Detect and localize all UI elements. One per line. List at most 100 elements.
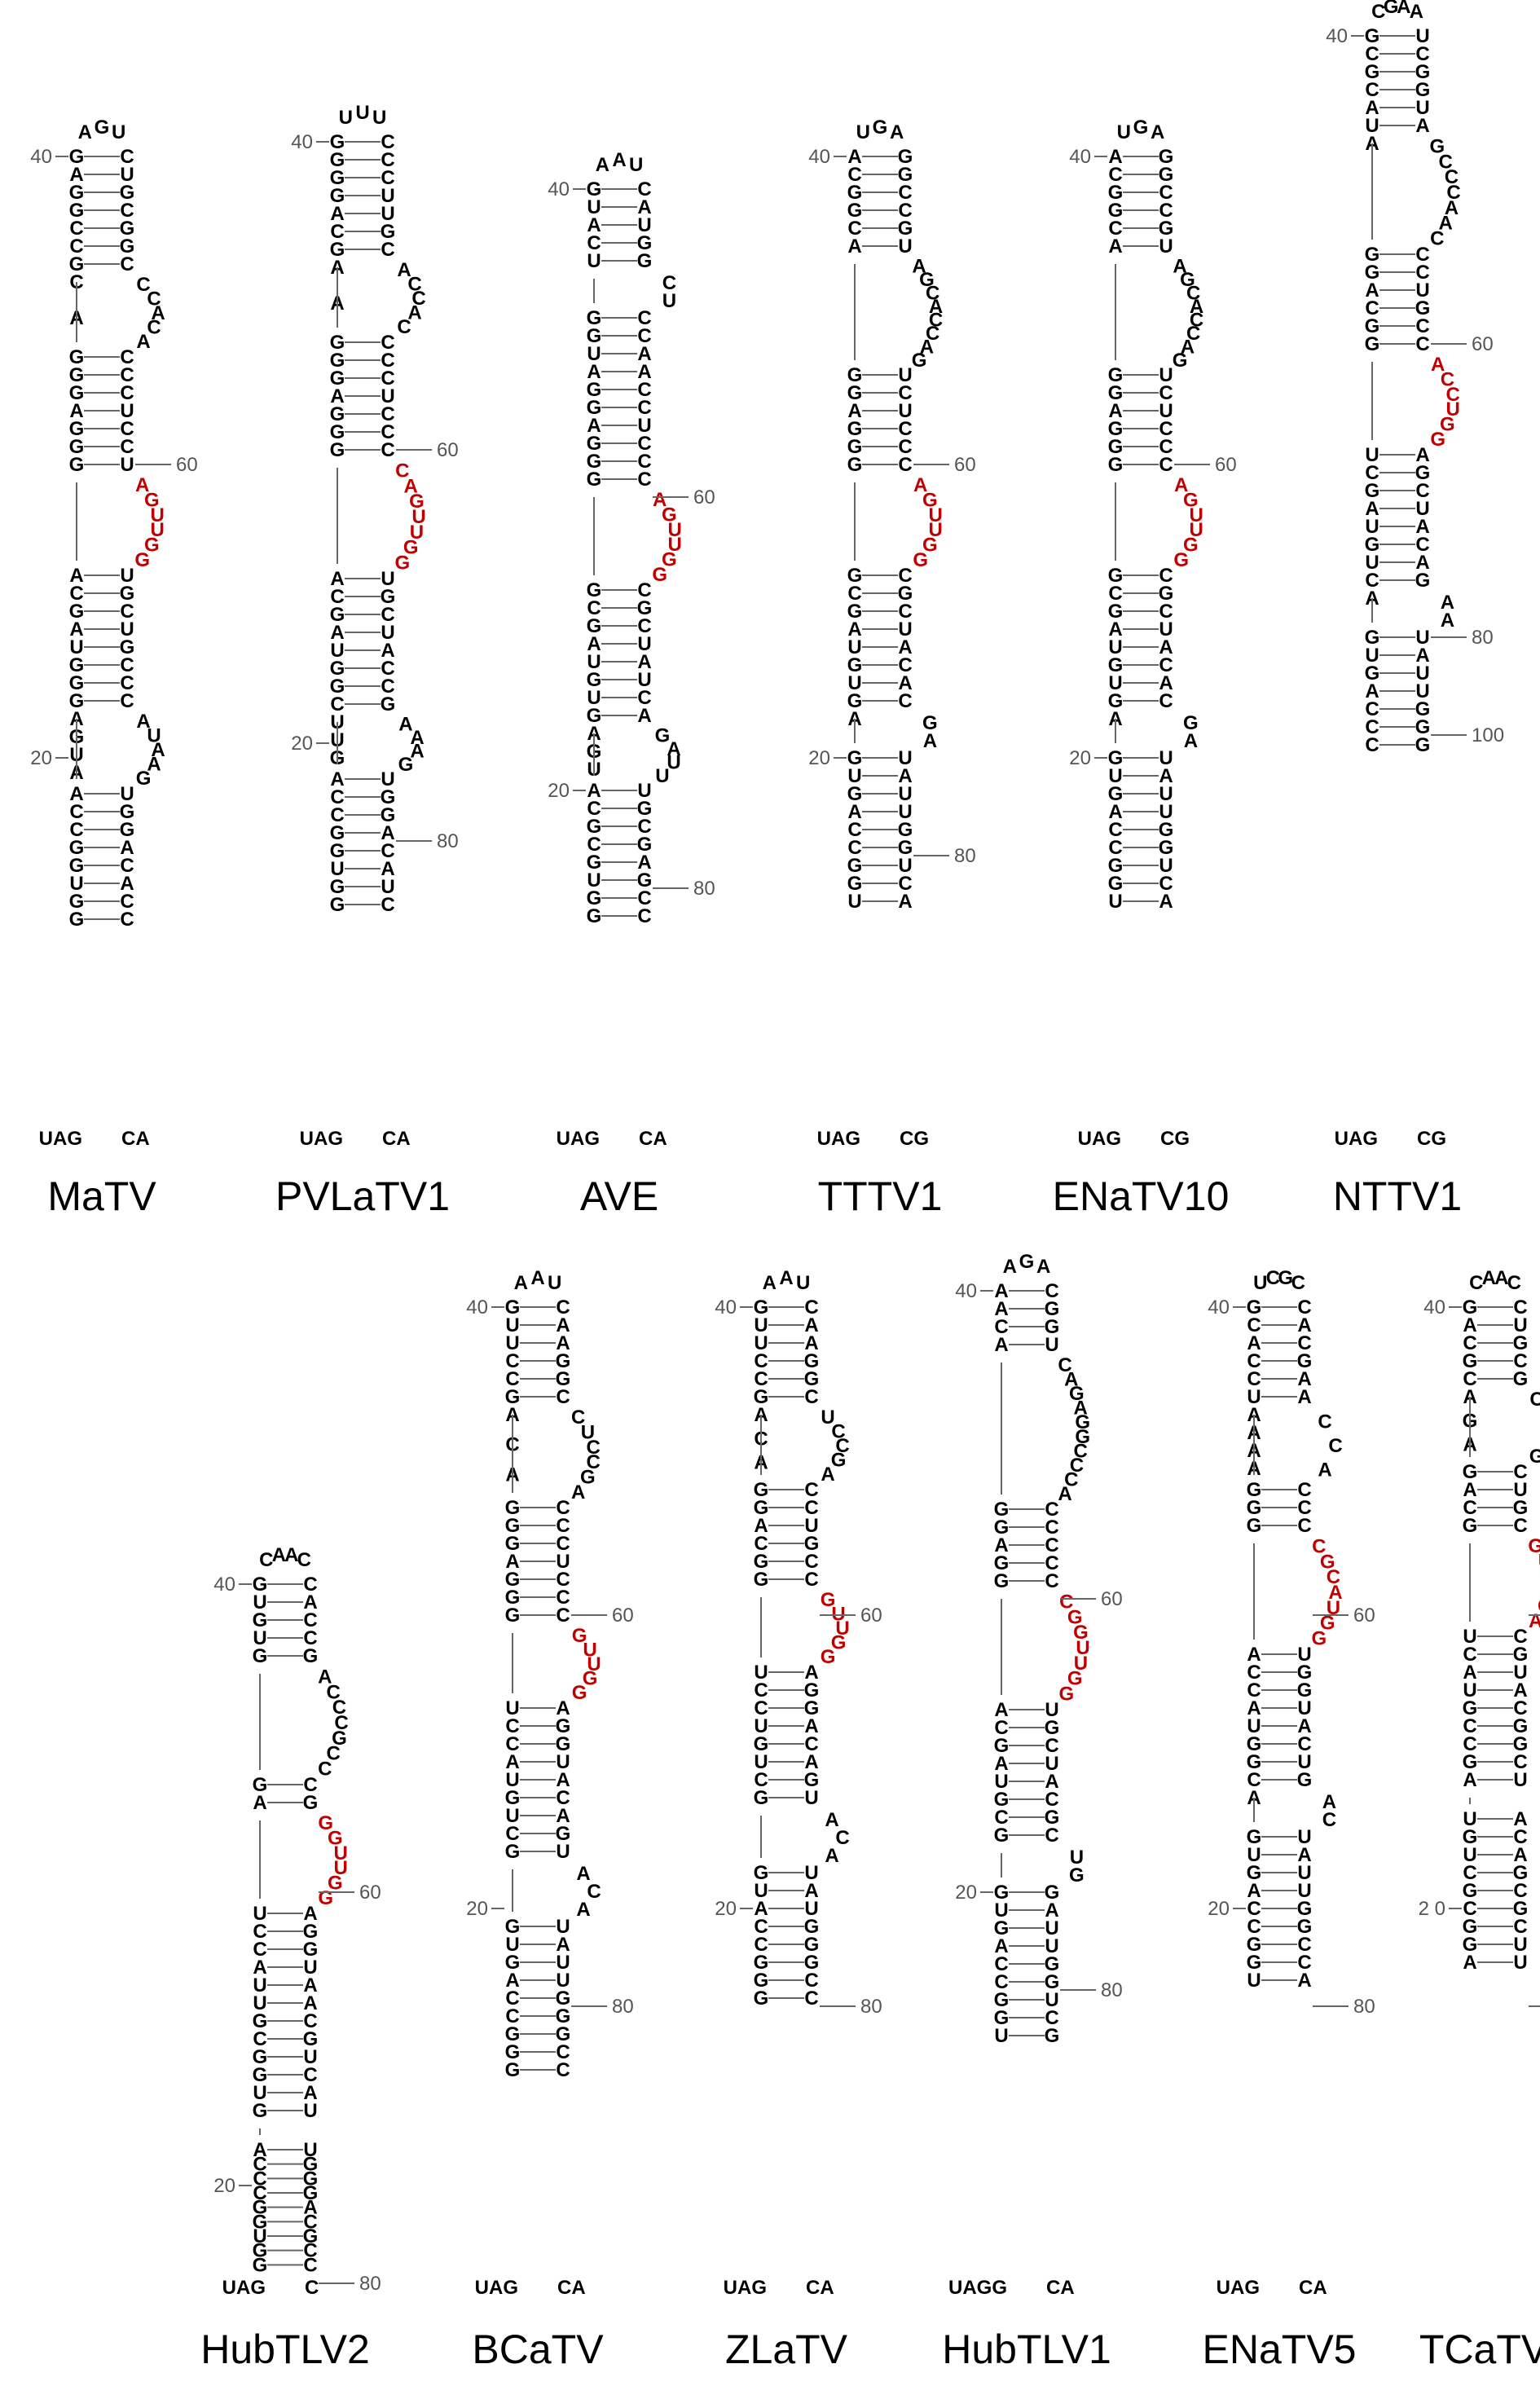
- nucleotide-5prime: G: [587, 852, 602, 874]
- nucleotide-5prime: A: [1247, 1644, 1261, 1666]
- position-label: 40: [715, 1296, 737, 1318]
- nucleotide-3prime: U: [1415, 498, 1429, 520]
- structure-name: ENaTV10: [1053, 1173, 1230, 1219]
- loop-nucleotide: A: [1322, 1791, 1336, 1813]
- position-label: 20: [715, 1898, 737, 1920]
- nucleotide-5prime: G: [847, 382, 863, 404]
- position-label: 20: [30, 747, 52, 769]
- nucleotide-5prime: U: [754, 1662, 768, 1684]
- nucleotide-3prime: G: [1297, 1898, 1313, 1920]
- nucleotide-5prime: G: [1247, 1497, 1262, 1519]
- nucleotide-5prime: G: [1108, 855, 1124, 877]
- nucleotide-3prime: G: [804, 1679, 820, 1701]
- nucleotide-5prime: G: [330, 167, 345, 189]
- nucleotide-3prime: C: [1513, 1697, 1527, 1719]
- loop-nucleotide: U: [1117, 121, 1131, 143]
- nucleotide-5prime: G: [69, 200, 85, 222]
- nucleotide-3prime: A: [381, 640, 394, 662]
- nucleotide-5prime: G: [505, 1841, 521, 1863]
- highlighted-nucleotide: G: [318, 1887, 333, 1909]
- nucleotide-5prime: G: [1247, 1934, 1262, 1956]
- nucleotide-5prime: G: [994, 1989, 1010, 2011]
- loop-nucleotide: A: [612, 149, 626, 171]
- nucleotide-5prime: C: [847, 583, 861, 605]
- nucleotide-5prime: C: [253, 2154, 266, 2176]
- nucleotide-3prime: G: [898, 164, 913, 186]
- nucleotide-5prime: G: [1365, 61, 1380, 83]
- loop-nucleotide: C: [835, 1827, 849, 1849]
- nucleotide-5prime: G: [754, 1988, 769, 2010]
- nucleotide-5prime: G: [847, 364, 863, 386]
- loop-nucleotide: A: [78, 121, 92, 143]
- nucleotide-5prime: G: [587, 905, 602, 927]
- nucleotide-3prime: A: [556, 1934, 570, 1956]
- loop-nucleotide: A: [825, 1809, 838, 1831]
- loop-nucleotide: A: [410, 727, 424, 749]
- nucleotide-5prime: A: [253, 1957, 266, 1979]
- nucleotide-3prime: C: [637, 905, 651, 927]
- nucleotide-3prime: U: [1513, 1952, 1527, 1974]
- nucleotide-3prime: U: [556, 1970, 570, 1992]
- loop-nucleotide: C: [259, 1549, 273, 1571]
- nucleotide-3prime: G: [381, 221, 396, 243]
- loop-nucleotide: C: [1529, 1389, 1540, 1411]
- nucleotide-3prime: C: [120, 672, 134, 694]
- nucleotide-3prime: U: [804, 1787, 818, 1809]
- nucleotide-3prime: G: [1513, 1644, 1529, 1666]
- nucleotide-3prime: C: [1513, 1296, 1527, 1318]
- nucleotide-5prime: A: [994, 1534, 1008, 1556]
- loop-nucleotide: C: [411, 288, 425, 310]
- nucleotide-3prime: C: [1415, 333, 1429, 355]
- loop-nucleotide: C: [334, 1712, 348, 1734]
- five-prime-end: UAG: [817, 1128, 860, 1150]
- nucleotide-5prime: U: [847, 672, 861, 694]
- nucleotide-3prime: G: [1297, 1679, 1313, 1701]
- nucleotide-3prime: C: [303, 2211, 317, 2233]
- nucleotide-3prime: C: [381, 439, 394, 461]
- nucleotide-3prime: C: [1045, 1735, 1058, 1757]
- nucleotide-3prime: G: [804, 1916, 820, 1938]
- nucleotide-5prime: U: [754, 1880, 768, 1902]
- nucleotide-5prime: G: [1108, 418, 1124, 440]
- nucleotide-3prime: G: [1513, 1715, 1529, 1737]
- nucleotide-3prime: G: [637, 834, 653, 856]
- nucleotide-5prime: A: [253, 1792, 266, 1814]
- nucleotide-3prime: G: [804, 1934, 820, 1956]
- nucleotide-5prime: A: [587, 415, 601, 437]
- loop-nucleotide: G: [136, 768, 152, 790]
- nucleotide-5prime: G: [994, 1499, 1010, 1521]
- nucleotide-3prime: G: [120, 218, 135, 240]
- nucleotide-5prime: A: [1365, 280, 1379, 302]
- loop-nucleotide: A: [667, 738, 680, 760]
- nucleotide-5prime: U: [253, 1992, 266, 2014]
- nucleotide-5prime: G: [69, 690, 85, 712]
- nucleotide-3prime: C: [556, 1569, 570, 1591]
- nucleotide-5prime: G: [253, 2064, 268, 2086]
- nucleotide-5prime: C: [754, 1697, 768, 1719]
- nucleotide-5prime: G: [253, 2046, 268, 2068]
- nucleotide-3prime: A: [637, 705, 651, 727]
- nucleotide-5prime: A: [847, 146, 861, 168]
- nucleotide-3prime: C: [120, 418, 134, 440]
- nucleotide-5prime: A: [330, 622, 344, 644]
- nucleotide-3prime: C: [381, 604, 394, 626]
- nucleotide-3prime: G: [303, 2168, 319, 2190]
- nucleotide-3prime: G: [1415, 698, 1431, 720]
- loop-nucleotide: C: [297, 1549, 311, 1571]
- nucleotide-5prime: G: [1108, 382, 1124, 404]
- nucleotide-5prime: A: [994, 1753, 1008, 1775]
- nucleotide-5prime: C: [1247, 1916, 1261, 1938]
- loop-nucleotide: A: [763, 1272, 777, 1294]
- nucleotide-5prime: G: [69, 436, 85, 458]
- nucleotide-5prime: C: [847, 837, 861, 859]
- nucleotide-5prime: G: [1247, 1733, 1262, 1755]
- nucleotide-3prime: G: [303, 2182, 319, 2204]
- loop-nucleotide: G: [1183, 712, 1199, 734]
- nucleotide-5prime: G: [1108, 200, 1124, 222]
- nucleotide-3prime: A: [120, 873, 134, 895]
- highlighted-nucleotide: G: [922, 490, 938, 512]
- nucleotide-5prime: A: [754, 1898, 768, 1920]
- nucleotide-5prime: A: [1463, 1769, 1476, 1791]
- nucleotide-5prime: U: [754, 1332, 768, 1354]
- nucleotide-3prime: C: [1159, 454, 1173, 476]
